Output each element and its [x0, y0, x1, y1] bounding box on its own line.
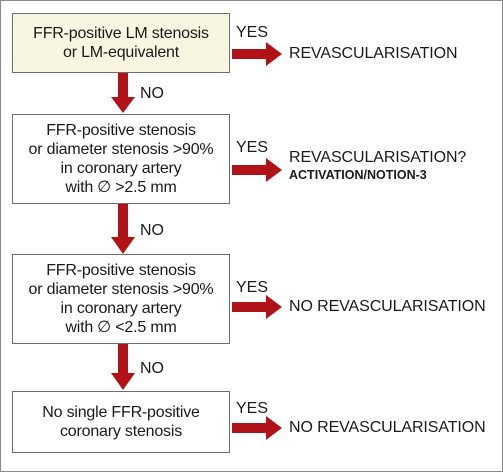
decision-box-small-artery: FFR-positive stenosis or diameter stenos…: [12, 254, 230, 344]
yes-arrow: [232, 295, 282, 319]
yes-label: YES: [236, 24, 269, 41]
box-line: or diameter stenosis >90%: [28, 281, 214, 298]
decision-box-lm-stenosis: FFR-positive LM stenosis or LM-equivalen…: [12, 13, 230, 73]
box-line: or LM-equivalent: [63, 44, 179, 61]
box-line: in coronary artery: [60, 160, 182, 177]
outcome-no-revascularisation: NO REVASCULARISATION: [289, 418, 486, 437]
yes-label: YES: [236, 400, 269, 417]
outcome-text: NO REVASCULARISATION: [289, 419, 486, 436]
yes-label: YES: [236, 279, 269, 296]
outcome-revascularisation-question: REVASCULARISATION? ACTIVATION/NOTION-3: [289, 148, 466, 183]
box-line: coronary stenosis: [60, 423, 182, 440]
no-label: NO: [140, 360, 164, 377]
box-line: FFR-positive stenosis: [46, 122, 196, 139]
yes-arrow: [232, 416, 282, 440]
no-arrow: [111, 204, 135, 254]
yes-label: YES: [236, 139, 269, 156]
no-label: NO: [140, 222, 164, 239]
outcome-text: REVASCULARISATION?: [289, 149, 467, 166]
no-arrow: [111, 344, 135, 390]
box-line: in coronary artery: [60, 300, 182, 317]
no-arrow: [111, 73, 135, 113]
yes-arrow: [232, 42, 282, 66]
outcome-no-revascularisation: NO REVASCULARISATION: [289, 297, 486, 316]
outcome-text: NO REVASCULARISATION: [289, 298, 486, 315]
decision-box-no-stenosis: No single FFR-positive coronary stenosis: [12, 391, 230, 453]
box-line: FFR-positive LM stenosis: [33, 25, 209, 42]
box-line: No single FFR-positive: [42, 404, 200, 421]
box-line: FFR-positive stenosis: [46, 262, 196, 279]
decision-box-large-artery: FFR-positive stenosis or diameter stenos…: [12, 114, 230, 204]
yes-arrow: [232, 158, 282, 182]
box-line: with ∅ >2.5 mm: [65, 179, 177, 196]
outcome-revascularisation: REVASCULARISATION: [289, 44, 458, 63]
outcome-text: REVASCULARISATION: [289, 45, 458, 62]
box-line: or diameter stenosis >90%: [28, 141, 214, 158]
no-label: NO: [140, 85, 164, 102]
box-line: with ∅ <2.5 mm: [65, 319, 177, 336]
trial-reference: ACTIVATION/NOTION-3: [289, 168, 427, 182]
